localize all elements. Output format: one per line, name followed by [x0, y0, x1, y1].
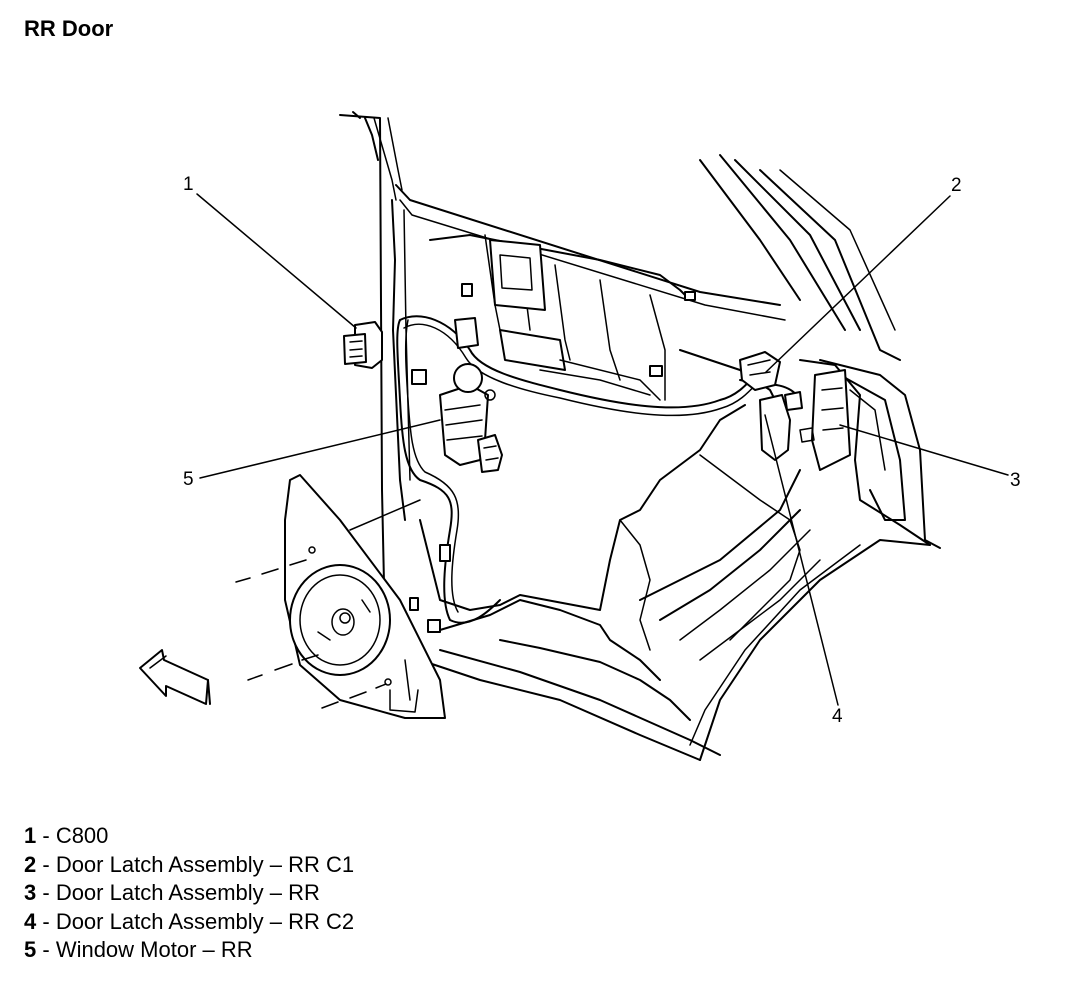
callout-4: 4 [832, 706, 843, 727]
door-frame [339, 111, 941, 761]
inner-panel [419, 234, 821, 721]
callout-1: 1 [183, 174, 194, 195]
speaker-trim-panel [235, 474, 446, 719]
legend-item-5: 5 - Window Motor – RR [24, 937, 253, 962]
forward-arrow-icon [139, 649, 211, 705]
callout-3: 3 [1010, 470, 1021, 491]
c800-connector [343, 321, 383, 369]
window-motor [439, 317, 503, 473]
legend-item-2: 2 - Door Latch Assembly – RR C1 [24, 851, 355, 877]
page-title: RR Door [24, 16, 114, 41]
legend-item-1: 1 - C800 [24, 823, 109, 848]
legend-item-3: 3 - Door Latch Assembly – RR [24, 880, 320, 905]
callout-2: 2 [951, 175, 962, 196]
callout-5: 5 [183, 469, 194, 490]
legend-item-4: 4 - Door Latch Assembly – RR C2 [24, 908, 355, 934]
door-latch [739, 351, 851, 471]
legend: 1 - C800 2 - Door Latch Assembly – RR C1… [24, 822, 354, 965]
wiring-harness [396, 315, 801, 633]
callout-leaders [196, 193, 1009, 706]
door-diagram: 1 2 3 4 5 [139, 111, 1021, 761]
